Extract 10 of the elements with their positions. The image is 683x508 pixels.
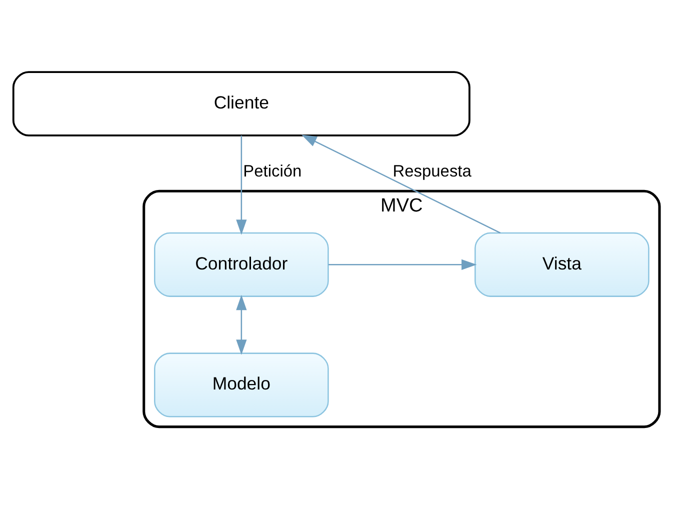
edge-label: Petición <box>243 162 302 180</box>
node-box: Modelo <box>154 352 329 417</box>
arrow <box>328 258 477 270</box>
arrow <box>236 294 247 354</box>
node-box: Vista <box>474 232 650 296</box>
node-box: Controlador <box>154 232 329 296</box>
arrow <box>302 134 501 233</box>
edge-label: Respuesta <box>392 162 472 180</box>
arrow <box>236 135 247 234</box>
node-box: Cliente <box>12 70 470 136</box>
